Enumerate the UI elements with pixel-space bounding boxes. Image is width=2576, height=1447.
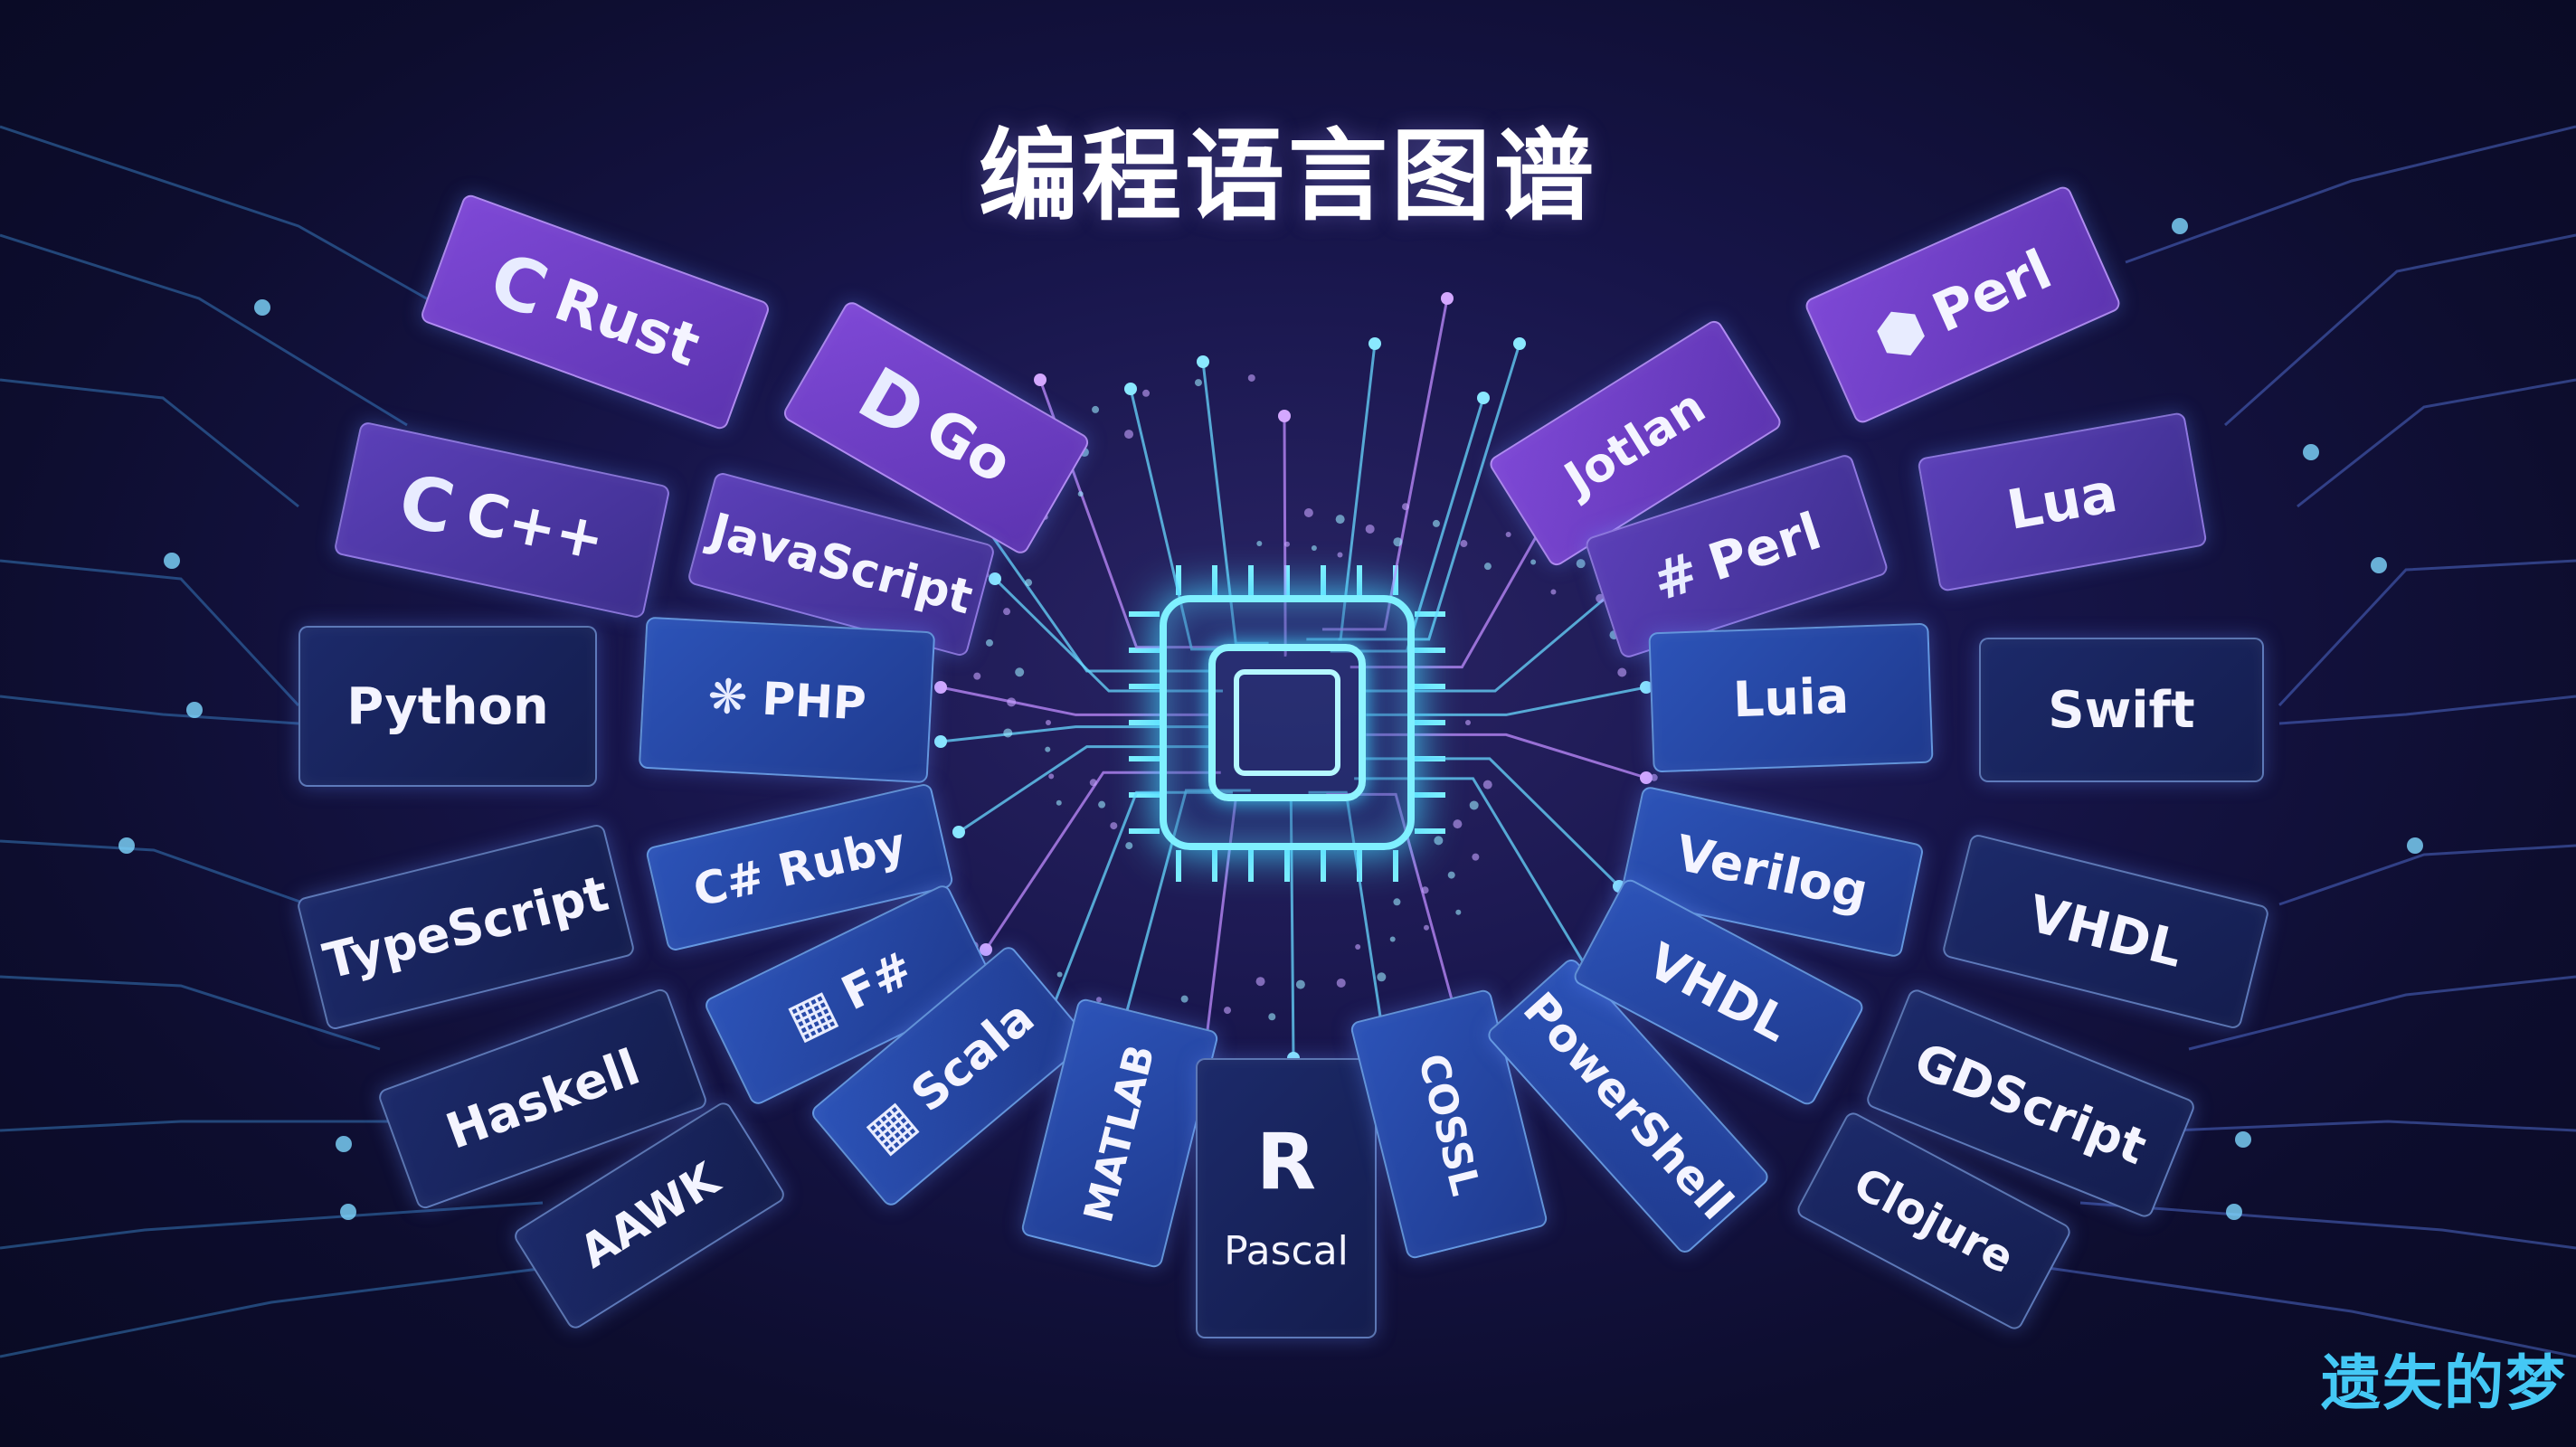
watermark: 遗失的梦 xyxy=(2321,1348,2567,1418)
card-label: MATLAB xyxy=(1075,1039,1164,1227)
c-letter-icon: C xyxy=(392,457,462,551)
card-label: TypeScript xyxy=(317,864,614,990)
card-label: COSSL xyxy=(1409,1048,1489,1200)
c-letter-icon: C xyxy=(479,235,559,334)
card-luia: Luia xyxy=(1648,622,1934,773)
card-php: ❋ PHP xyxy=(638,616,936,784)
card-label: Go xyxy=(914,395,1023,497)
snowflake-icon: ❋ xyxy=(706,667,750,726)
cpu-chip-icon xyxy=(1160,595,1415,850)
card-label: R xyxy=(1255,1116,1317,1207)
blocks-icon: ▦ xyxy=(778,977,846,1050)
card-label: Perl xyxy=(1923,238,2061,345)
card-label: C# Ruby xyxy=(688,817,911,918)
card-label: Perl xyxy=(1701,501,1828,593)
cube-icon: ⬢ xyxy=(1864,292,1937,374)
card-label: Verilog xyxy=(1671,823,1873,921)
card-label: PHP xyxy=(760,672,867,731)
card-python: Python xyxy=(298,626,597,787)
card-r-pascal: R Pascal xyxy=(1196,1058,1377,1338)
card-label: Rust xyxy=(545,267,708,381)
page-title: 编程语言图谱 xyxy=(979,118,1597,234)
card-label: C++ xyxy=(459,479,611,574)
card-label: F# xyxy=(833,941,923,1022)
blocks-icon: ▦ xyxy=(853,1089,927,1164)
card-label: Python xyxy=(346,676,549,736)
card-label: Lua xyxy=(2003,460,2122,544)
card-label: Luia xyxy=(1732,667,1850,729)
card-swift: Swift xyxy=(1979,638,2264,782)
card-label: Swift xyxy=(2048,680,2195,740)
card-sublabel: Pascal xyxy=(1224,1227,1349,1274)
cpu-core-icon xyxy=(1208,644,1366,801)
hash-icon: # xyxy=(1644,539,1707,613)
card-label: VHDL xyxy=(2022,884,2189,979)
